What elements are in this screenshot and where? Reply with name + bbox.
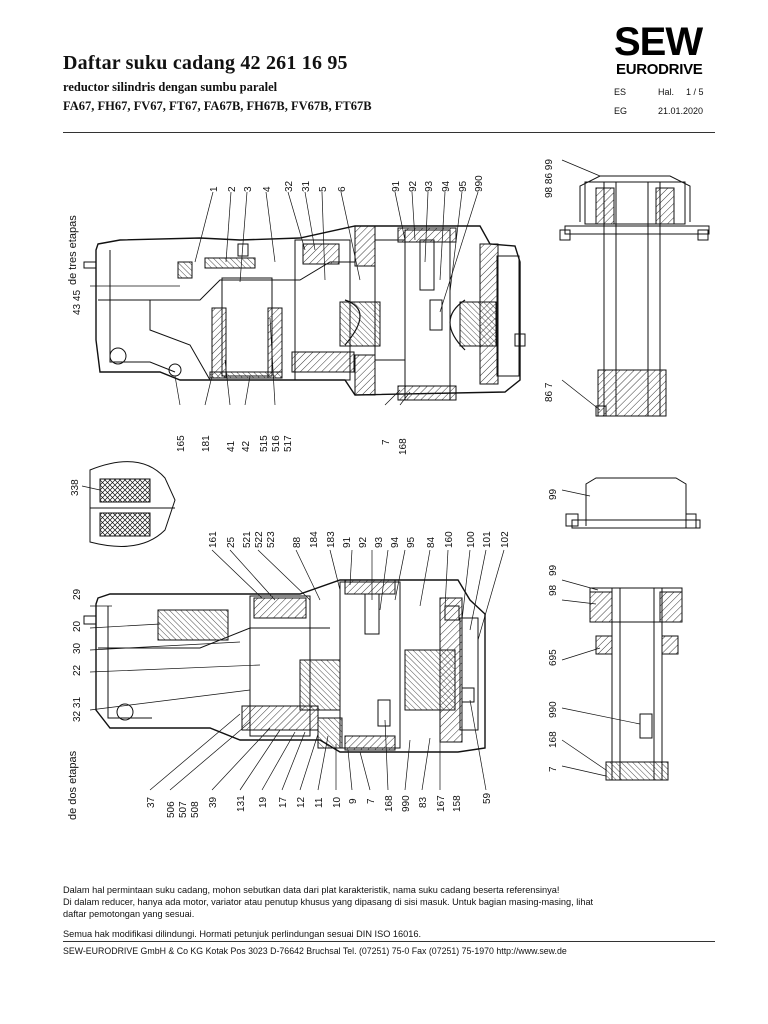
callout-bottom-upper-9: 91	[342, 536, 353, 548]
callout-top-lower-9: 168	[398, 438, 409, 455]
section-label-two-stage: de dos etapas	[67, 750, 79, 820]
lang-code: ES	[614, 87, 627, 97]
callout-top-right-lower: 86 7	[544, 382, 555, 402]
callout-bottom-left-5: 32 31	[72, 697, 83, 722]
section-label-three-stage: de tres etapas	[67, 215, 79, 285]
callout-bottom-upper-3: 521	[242, 531, 253, 548]
callout-bottom-lower-1: 37	[146, 796, 157, 808]
model-list: FA67, FH67, FV67, FT67, FA67B, FH67B, FV…	[63, 99, 372, 113]
callout-top-lower-1: 165	[176, 435, 187, 452]
callout-bottom-upper-8: 183	[326, 531, 337, 548]
callout-top-upper-9: 91	[391, 180, 402, 192]
callout-top-upper-1: 1	[209, 186, 220, 192]
callout-top-lower-2: 181	[201, 435, 212, 452]
callout-bottom-upper-18: 102	[500, 531, 511, 548]
callout-top-lower-8: 7	[381, 439, 392, 445]
callout-bottom-lower-10: 11	[314, 797, 325, 808]
logo-line-1: SEW	[614, 20, 703, 64]
callout-top-lower-3: 41	[226, 440, 237, 452]
footer-rights: Semua hak modifikasi dilindungi. Hormati…	[63, 929, 422, 939]
callout-bottom-left-4: 22	[72, 664, 83, 676]
doc-code: EG	[614, 106, 628, 116]
callout-top-upper-10: 92	[408, 180, 419, 192]
footer-company: SEW-EURODRIVE GmbH & Co KG Kotak Pos 302…	[63, 946, 567, 956]
callout-bottom-upper-10: 92	[358, 536, 369, 548]
callout-bottom-right-4: 990	[548, 701, 559, 718]
callout-bottom-upper-14: 84	[426, 536, 437, 548]
callout-bottom-left-3: 30	[72, 642, 83, 654]
callout-top-right-upper: 98 86 99	[544, 159, 555, 198]
callout-bottom-lower-6: 131	[236, 795, 247, 812]
callout-detail: 338	[70, 479, 81, 496]
callout-top-upper-13: 95	[458, 180, 469, 192]
callout-top-left: 43 45	[72, 290, 83, 315]
callout-top-upper-14: 990	[474, 175, 485, 192]
callout-top-upper-8: 6	[337, 186, 348, 192]
footer-note-line-2: Di dalam reducer, hanya ada motor, varia…	[63, 897, 594, 907]
callout-bottom-lower-12: 9	[348, 798, 359, 804]
callout-bottom-lower-16: 83	[418, 796, 429, 808]
callout-bottom-upper-16: 100	[466, 531, 477, 548]
callout-bottom-left-2: 20	[72, 620, 83, 632]
callout-top-lower-6: 516	[271, 435, 282, 452]
callout-top-upper-11: 93	[424, 180, 435, 192]
logo-line-2: EURODRIVE	[616, 61, 703, 78]
footer-divider	[63, 941, 715, 942]
document-date: 21.01.2020	[658, 106, 704, 116]
callout-bottom-right-6: 7	[548, 766, 559, 772]
callout-bottom-upper-15: 160	[444, 531, 455, 548]
page-label: Hal.	[658, 87, 675, 97]
callout-bottom-upper-5: 523	[266, 531, 277, 548]
callout-bottom-lower-2: 506	[166, 801, 177, 818]
callout-bottom-right-3: 695	[548, 649, 559, 666]
callout-bottom-lower-4: 508	[190, 801, 201, 818]
callout-bottom-lower-17: 167	[436, 795, 447, 812]
callout-bottom-right-5: 168	[548, 731, 559, 748]
callout-bottom-upper-6: 88	[292, 536, 303, 548]
callout-bottom-lower-18: 158	[452, 795, 463, 812]
footer-note-line-1: Dalam hal permintaan suku cadang, mohon …	[63, 885, 560, 895]
callout-bottom-lower-13: 7	[366, 798, 377, 804]
callout-bottom-upper-4: 522	[254, 531, 265, 548]
callout-top-lower-5: 515	[259, 435, 270, 452]
callout-bottom-upper-13: 95	[406, 536, 417, 548]
callout-top-upper-2: 2	[227, 186, 238, 192]
callout-bottom-lower-14: 168	[384, 795, 395, 812]
callout-top-upper-3: 3	[243, 186, 254, 192]
callout-bottom-upper-1: 161	[208, 531, 219, 548]
callout-top-upper-7: 5	[318, 186, 329, 192]
callout-bottom-upper-7: 184	[309, 531, 320, 548]
callout-top-lower-4: 42	[241, 440, 252, 452]
callout-bottom-lower-9: 12	[296, 796, 307, 808]
callout-top-lower-7: 517	[283, 435, 294, 452]
footer-note-line-3: daftar pemotongan yang sesuai.	[63, 909, 195, 919]
callout-top-upper-5: 32	[284, 180, 295, 192]
callout-bottom-lower-15: 990	[401, 795, 412, 812]
page-number: 1 / 5	[686, 87, 704, 97]
callout-bottom-upper-2: 25	[226, 536, 237, 548]
callout-top-upper-12: 94	[441, 180, 452, 192]
callout-bottom-right-2: 99	[548, 564, 559, 576]
callout-bottom-upper-12: 94	[390, 536, 401, 548]
callout-bottom-lower-11: 10	[332, 796, 343, 808]
page-title: Daftar suku cadang 42 261 16 95	[63, 52, 348, 74]
header-divider	[63, 132, 715, 133]
callout-bottom-lower-7: 19	[258, 796, 269, 808]
callout-bottom-lower-8: 17	[278, 796, 289, 808]
sew-eurodrive-logo: SEW EURODRIVE	[614, 22, 720, 82]
page-subtitle: reductor silindris dengan sumbu paralel	[63, 80, 278, 94]
callout-bottom-lower-19: 59	[482, 792, 493, 804]
callout-bottom-upper-11: 93	[374, 536, 385, 548]
callout-bottom-lower-3: 507	[178, 801, 189, 818]
callout-top-upper-4: 4	[262, 186, 273, 192]
callout-bottom-upper-17: 101	[482, 531, 493, 548]
callout-bottom-lower-5: 39	[208, 796, 219, 808]
callout-top-upper-6: 31	[301, 180, 312, 192]
callout-bottom-right-1: 98	[548, 584, 559, 596]
callout-mid-right: 99	[548, 488, 559, 500]
callout-bottom-left-1: 29	[72, 588, 83, 600]
